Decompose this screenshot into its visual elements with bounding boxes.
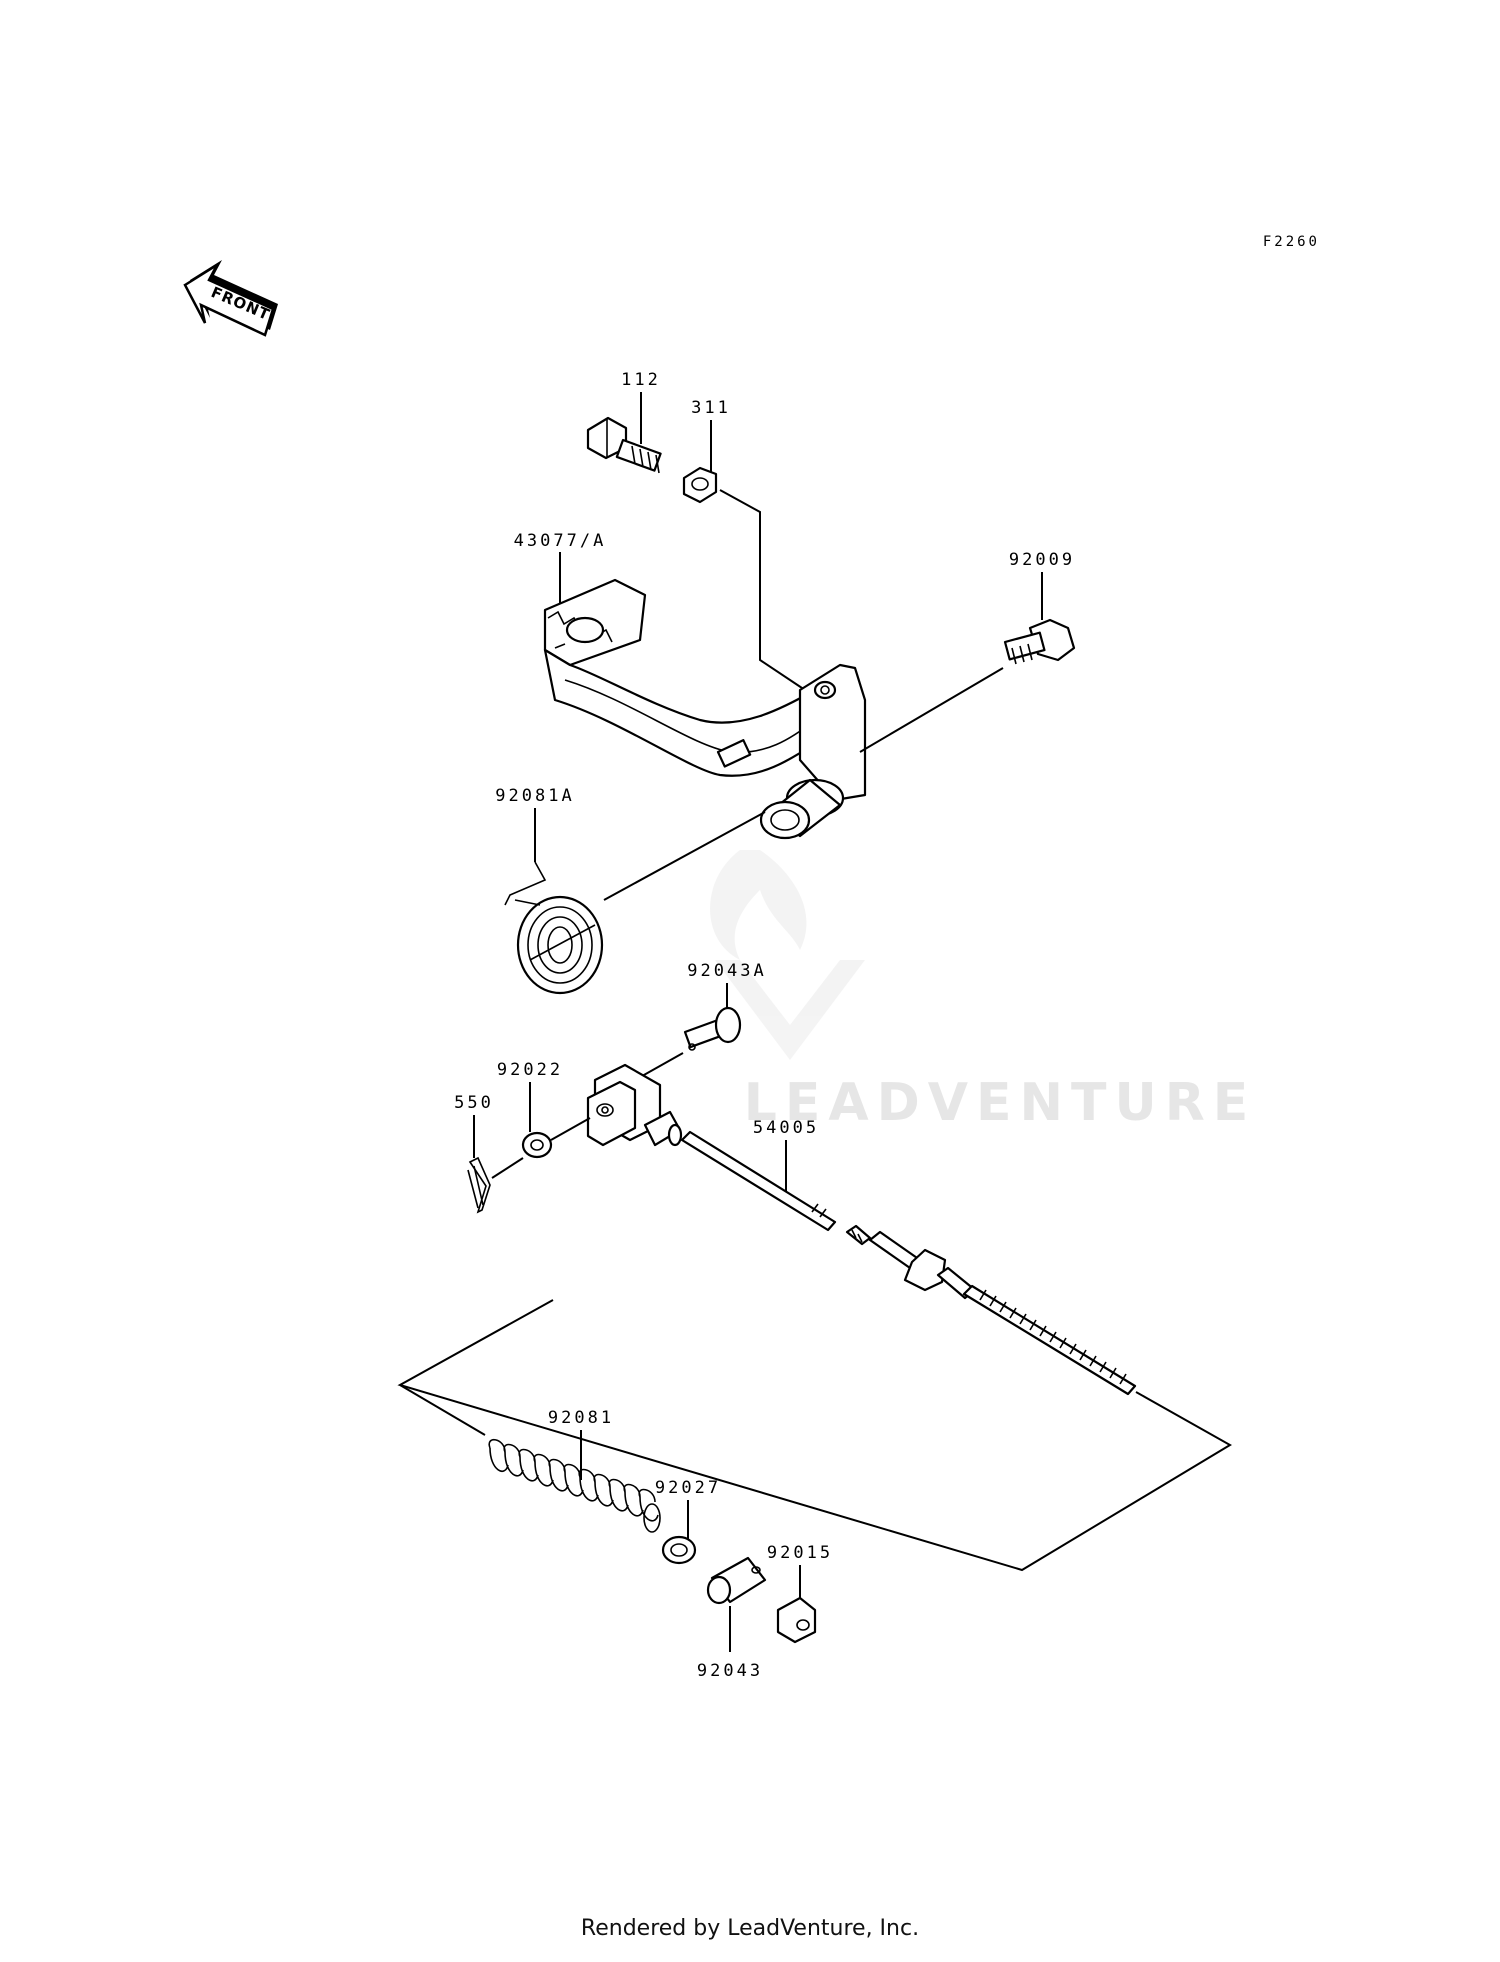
clevis-joint bbox=[586, 1063, 683, 1147]
label-311: 311 bbox=[691, 398, 731, 418]
label-54005: 54005 bbox=[753, 1118, 819, 1138]
nut-92015 bbox=[776, 1565, 817, 1644]
label-550: 550 bbox=[454, 1093, 494, 1113]
brake-rod-54005 bbox=[680, 1130, 1137, 1396]
label-92015: 92015 bbox=[767, 1543, 833, 1563]
bolt-92009 bbox=[859, 572, 1076, 753]
label-92081A: 92081A bbox=[495, 786, 574, 806]
compression-spring-92081 bbox=[488, 1430, 661, 1533]
label-112: 112 bbox=[621, 370, 661, 390]
washer-92022 bbox=[521, 1082, 591, 1159]
label-92043: 92043 bbox=[697, 1661, 763, 1681]
watermark-logo bbox=[710, 850, 865, 1060]
cotter-pin-550 bbox=[467, 1115, 524, 1214]
label-92027: 92027 bbox=[655, 1478, 721, 1498]
bolt-112 bbox=[586, 392, 662, 474]
brake-pedal-43077A bbox=[543, 552, 867, 840]
nut-311 bbox=[682, 420, 806, 691]
pin-92043A bbox=[634, 983, 742, 1081]
footer-credit: Rendered by LeadVenture, Inc. bbox=[580, 1916, 920, 1941]
torsion-spring-92081A bbox=[504, 808, 766, 995]
label-92043A: 92043A bbox=[687, 961, 766, 981]
watermark-text: LEADVENTURE bbox=[744, 1073, 1257, 1133]
washer-92027 bbox=[661, 1500, 697, 1565]
joint-92043 bbox=[706, 1556, 767, 1652]
drawing-code: F2260 bbox=[1263, 234, 1320, 250]
front-arrow-icon: FRONT bbox=[183, 260, 278, 337]
label-92022: 92022 bbox=[497, 1060, 563, 1080]
label-92081: 92081 bbox=[548, 1408, 614, 1428]
label-92009: 92009 bbox=[1009, 550, 1075, 570]
label-43077A: 43077/A bbox=[514, 531, 607, 551]
assembly-frame bbox=[397, 1299, 1232, 1572]
